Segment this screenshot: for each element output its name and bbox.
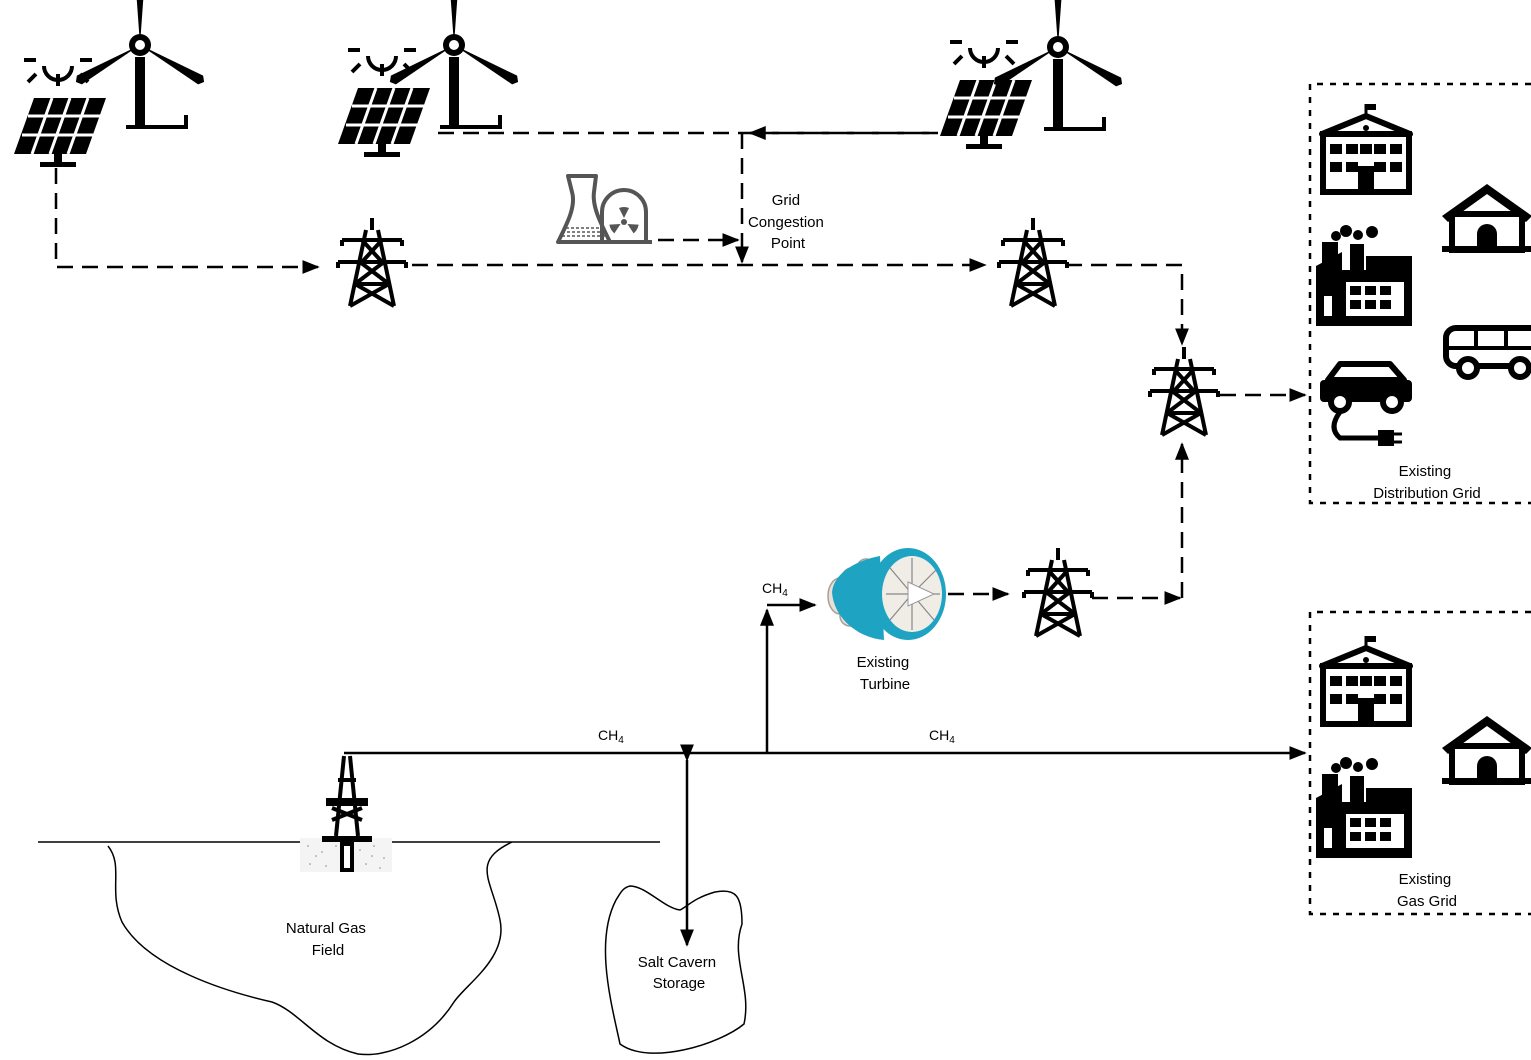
transmission-tower-icon (1150, 347, 1218, 435)
line-tower2-to-tower3 (1066, 265, 1182, 344)
transmission-tower-icon (999, 218, 1067, 306)
nuclear-plant-icon (558, 176, 652, 242)
transmission-tower-icon (1024, 548, 1092, 636)
school-icon (1322, 636, 1410, 724)
ch4-label: CH4 (929, 727, 955, 746)
grid-congestion-label: Grid Congestion Point (748, 192, 828, 252)
school-icon (1322, 104, 1410, 192)
turbine-label: Existing Turbine (857, 654, 914, 693)
electric-car-icon (1320, 364, 1412, 446)
gas-turbine-icon (828, 548, 946, 640)
bus-icon (1446, 328, 1531, 377)
oil-rig-icon (300, 756, 392, 872)
house-icon (1442, 184, 1531, 252)
natural-gas-field-label: Natural Gas Field (286, 920, 370, 959)
ch4-label: CH4 (762, 580, 788, 599)
natural-gas-field-outline (108, 842, 512, 1055)
solar-panel-icon (940, 42, 1032, 149)
factory-icon (1316, 225, 1412, 326)
house-icon (1442, 716, 1531, 784)
salt-cavern-label: Salt Cavern Storage (638, 954, 721, 992)
ch4-label: CH4 (598, 727, 624, 746)
distribution-grid-label: Existing Distribution Grid (1373, 463, 1481, 502)
factory-icon (1316, 757, 1412, 858)
line-solar-to-tower1 (56, 168, 318, 267)
gas-grid-label: Existing Gas Grid (1397, 871, 1457, 910)
transmission-tower-icon (338, 218, 406, 306)
